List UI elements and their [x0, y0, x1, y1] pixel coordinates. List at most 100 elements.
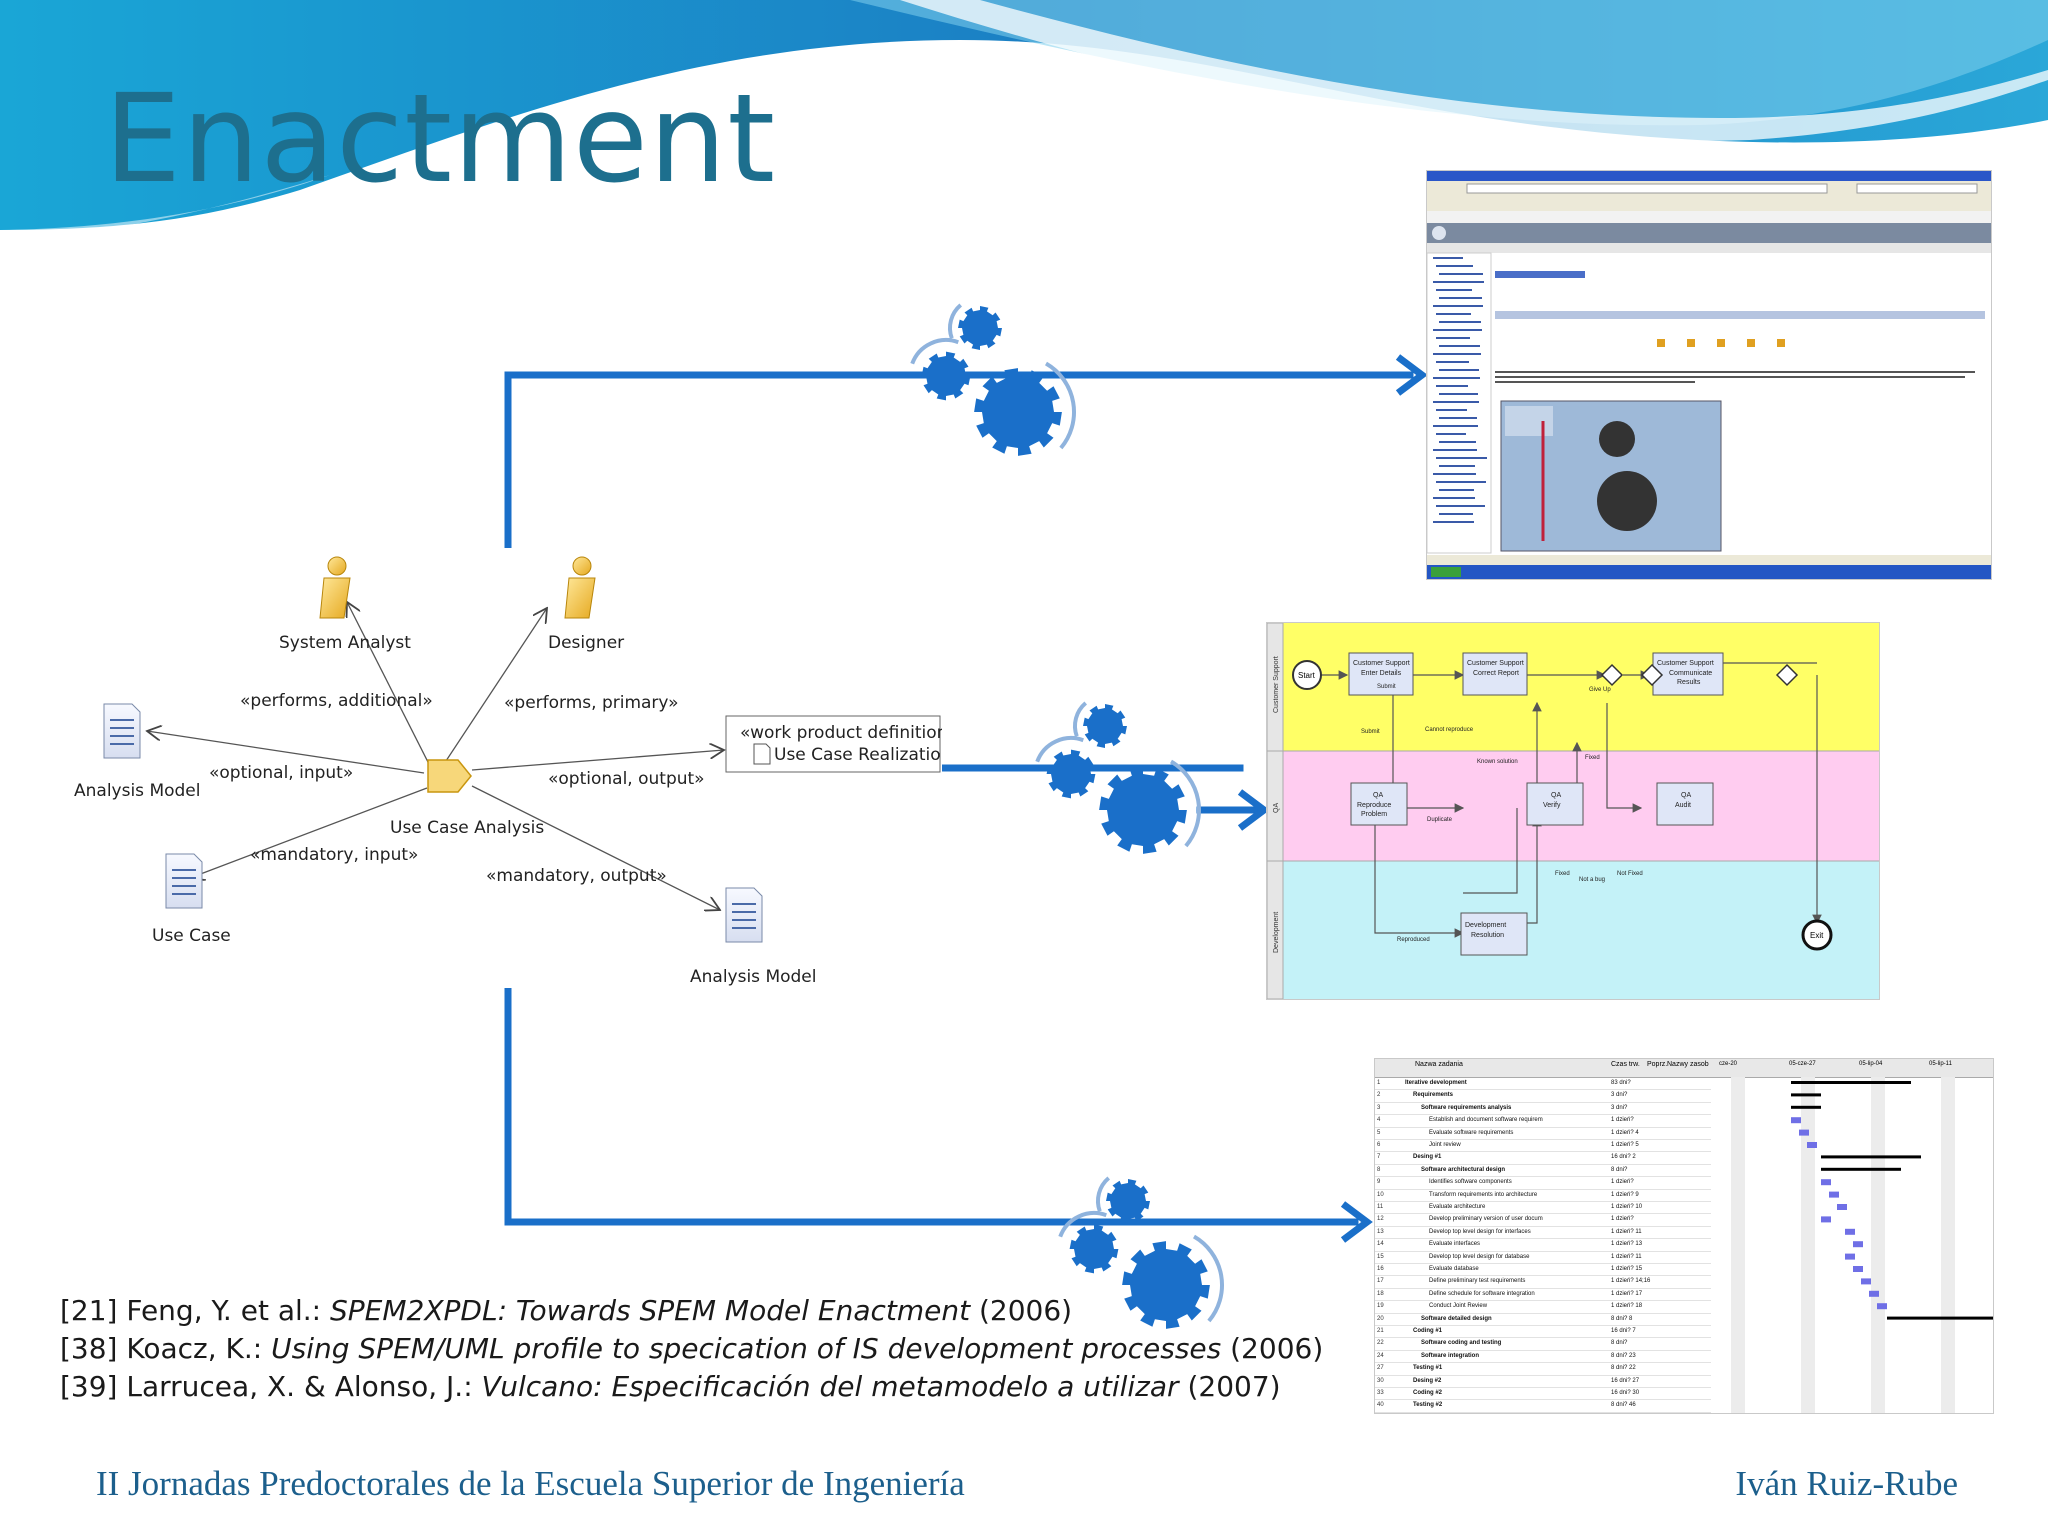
gantt-task-duration: 1 dzień? 14;16 — [1611, 1278, 1651, 1285]
gantt-weekend-band — [1731, 1077, 1745, 1413]
gantt-row-id: 6 — [1377, 1142, 1381, 1148]
svg-text:Cannot reproduce: Cannot reproduce — [1425, 727, 1474, 733]
tree-item — [1433, 377, 1480, 379]
tree-item — [1436, 361, 1469, 363]
gantt-row-id: 13 — [1377, 1228, 1384, 1235]
tree-item — [1433, 257, 1463, 259]
reference-39: [39] Larrucea, X. & Alonso, J.: Vulcano:… — [60, 1370, 1281, 1403]
gear-shape — [1046, 749, 1096, 799]
gear-shape — [1122, 1241, 1210, 1329]
gantt-week-label: 05-lip-11 — [1929, 1061, 1952, 1067]
gantt-task-name: Software coding and testing — [1421, 1340, 1502, 1347]
gantt-row-id: 27 — [1377, 1365, 1384, 1372]
gantt-row-id: 7 — [1377, 1154, 1381, 1161]
gantt-task-name: Establish and document software requirem — [1429, 1117, 1543, 1124]
svg-text:Analysis Model: Analysis Model — [690, 967, 817, 987]
gear-cluster-top — [910, 303, 1076, 456]
tree-item — [1436, 433, 1466, 435]
gear-shape — [958, 306, 1002, 350]
gantt-summary-bar — [1791, 1093, 1821, 1097]
gantt-task-bar — [1791, 1117, 1801, 1124]
gantt-task-bar — [1853, 1241, 1863, 1248]
svg-text:System Analyst: System Analyst — [279, 633, 411, 653]
gantt-weekend-band — [1941, 1077, 1955, 1413]
gantt-task-duration: 1 dzień? 4 — [1611, 1129, 1639, 1136]
gantt-row: 9 Identifies software components 1 dzień? — [1375, 1176, 1711, 1190]
openup-browser-screenshot — [1426, 170, 1992, 580]
gear-shape — [1099, 766, 1187, 854]
gantt-header-name: Nazwa zadania — [1415, 1061, 1463, 1068]
gear-motion-arc — [1169, 759, 1201, 848]
tree-item — [1433, 521, 1474, 523]
tree-item — [1433, 353, 1481, 355]
gantt-bars — [1731, 1077, 1993, 1413]
gantt-summary-bar — [1821, 1167, 1901, 1171]
gantt-task-bar — [1821, 1216, 1831, 1223]
gantt-task-duration: 8 dni? 23 — [1611, 1352, 1636, 1359]
svg-text:Not a bug: Not a bug — [1579, 877, 1605, 883]
gantt-task-duration: 16 dni? 2 — [1611, 1154, 1636, 1161]
svg-text:«performs, additional»: «performs, additional» — [240, 691, 433, 711]
gantt-row-id: 21 — [1377, 1328, 1384, 1334]
task-enter-details: Customer Support — [1353, 660, 1410, 667]
lane-customer-support: Customer Support — [1273, 656, 1280, 713]
gear-shape — [974, 368, 1062, 456]
footer-event: II Jornadas Predoctorales de la Escuela … — [96, 1464, 965, 1503]
tree-item — [1433, 449, 1477, 451]
svg-text:Submit: Submit — [1377, 684, 1396, 690]
gantt-task-duration: 1 dzień? 5 — [1611, 1142, 1639, 1148]
tree-item — [1439, 345, 1480, 347]
svg-text:QA: QA — [1551, 792, 1561, 799]
gantt-task-duration: 1 dzień? — [1611, 1179, 1634, 1186]
arrow-to-bpmn — [941, 764, 1259, 814]
svg-text:Not Fixed: Not Fixed — [1617, 871, 1643, 877]
gantt-task-duration: 8 dni? 22 — [1611, 1365, 1636, 1372]
gantt-task-duration: 16 dni? 7 — [1611, 1328, 1636, 1334]
gantt-row-id: 40 — [1377, 1402, 1384, 1409]
gantt-week-label: 05-cze-27 — [1789, 1061, 1816, 1067]
tree-item — [1436, 385, 1468, 387]
lane-qa: QA — [1273, 803, 1280, 813]
gantt-row-id: 22 — [1377, 1340, 1384, 1347]
gear-shape — [1083, 704, 1127, 748]
gantt-row-id: 9 — [1377, 1179, 1381, 1186]
references: [21] Feng, Y. et al.: SPEM2XPDL: Towards… — [60, 1292, 1323, 1406]
tree-item — [1439, 465, 1475, 467]
gantt-row-id: 11 — [1377, 1204, 1384, 1210]
svg-text:«optional, output»: «optional, output» — [548, 769, 705, 789]
gantt-summary-bar — [1821, 1155, 1921, 1159]
gantt-task-name: Develop top level design for database — [1429, 1253, 1530, 1260]
gantt-task-name: Identifies software components — [1429, 1179, 1512, 1186]
gantt-row-id: 30 — [1377, 1377, 1384, 1384]
svg-text:Start: Start — [1298, 671, 1316, 680]
analysis-model-doc-left — [103, 703, 141, 759]
tree-item — [1436, 409, 1467, 411]
tree-item — [1433, 425, 1478, 427]
svg-text:QA: QA — [1373, 792, 1383, 799]
gantt-task-name: Transform requirements into architecture — [1429, 1191, 1538, 1198]
gantt-task-name: Coding #2 — [1413, 1390, 1443, 1396]
use-case-analysis-task — [427, 759, 472, 793]
gear-motion-arc — [948, 303, 963, 339]
tree-item — [1433, 473, 1476, 475]
gantt-task-duration: 8 dni? 8 — [1611, 1315, 1633, 1322]
tree-item — [1433, 329, 1482, 331]
arrow-to-browser — [504, 371, 1414, 549]
gantt-task-bar — [1853, 1266, 1863, 1272]
svg-text:Development: Development — [1465, 922, 1506, 929]
gantt-task-duration: 1 dzień? 11 — [1611, 1253, 1642, 1260]
gantt-task-bar — [1829, 1191, 1839, 1198]
gantt-week-label: 05-lip-04 — [1859, 1061, 1883, 1067]
